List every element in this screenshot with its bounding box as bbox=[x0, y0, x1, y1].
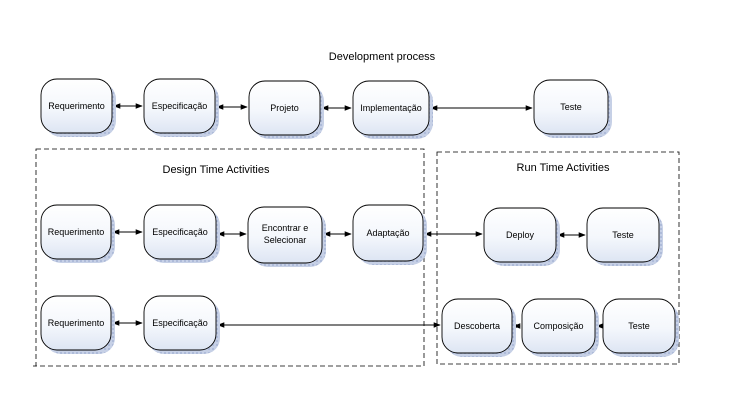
node-box bbox=[352, 80, 430, 136]
node-box bbox=[143, 295, 217, 351]
diagram-title: Development process bbox=[329, 51, 436, 63]
node-label: Especificação bbox=[152, 227, 208, 237]
node-label: Deploy bbox=[506, 230, 535, 240]
node-t2: Teste bbox=[586, 207, 663, 266]
run-time-label: Run Time Activities bbox=[517, 162, 610, 174]
node-box bbox=[483, 207, 557, 263]
node-box bbox=[40, 204, 112, 260]
node-r3: Requerimento bbox=[40, 295, 115, 354]
node-c3: Composição bbox=[521, 298, 599, 357]
node-r2: Requerimento bbox=[40, 204, 115, 263]
node-i1: Implementação bbox=[352, 80, 433, 139]
node-box bbox=[441, 298, 513, 354]
node-label: Encontrar e bbox=[262, 223, 309, 233]
node-label: Projeto bbox=[270, 103, 299, 113]
node-label: Implementação bbox=[360, 103, 422, 113]
node-box bbox=[247, 206, 323, 264]
node-box bbox=[586, 207, 660, 263]
node-box bbox=[143, 78, 216, 134]
node-e3: Especificação bbox=[143, 295, 220, 354]
node-d2: Deploy bbox=[483, 207, 560, 266]
node-box bbox=[352, 204, 424, 262]
node-label: Requerimento bbox=[48, 227, 105, 237]
node-label: Adaptação bbox=[366, 228, 409, 238]
node-box bbox=[533, 79, 609, 135]
node-label: Requerimento bbox=[48, 318, 105, 328]
node-e2: Especificação bbox=[143, 204, 220, 263]
design-time-label: Design Time Activities bbox=[163, 164, 270, 176]
node-e1: Especificação bbox=[143, 78, 219, 137]
node-label: Especificação bbox=[152, 318, 208, 328]
node-label: Especificação bbox=[152, 101, 208, 111]
node-r1: Requerimento bbox=[40, 78, 116, 137]
node-t3: Teste bbox=[602, 298, 679, 357]
run-time-region bbox=[436, 151, 680, 365]
node-label: Teste bbox=[612, 230, 634, 240]
node-es2: Encontrar e Selecionar bbox=[247, 206, 326, 267]
node-box bbox=[40, 295, 112, 351]
node-p1: Projeto bbox=[248, 80, 324, 139]
node-label: Composição bbox=[533, 321, 583, 331]
node-label: Selecionar bbox=[264, 235, 307, 245]
node-box bbox=[602, 298, 676, 354]
node-label: Teste bbox=[628, 321, 650, 331]
node-t1: Teste bbox=[533, 79, 612, 138]
node-box bbox=[521, 298, 596, 354]
node-box bbox=[40, 78, 113, 134]
node-label: Descoberta bbox=[454, 321, 500, 331]
node-dc3: Descoberta bbox=[441, 298, 516, 357]
node-a2: Adaptação bbox=[352, 204, 427, 265]
node-label: Teste bbox=[560, 102, 582, 112]
node-box bbox=[248, 80, 321, 136]
node-label: Requerimento bbox=[48, 101, 105, 111]
node-box bbox=[143, 204, 217, 260]
